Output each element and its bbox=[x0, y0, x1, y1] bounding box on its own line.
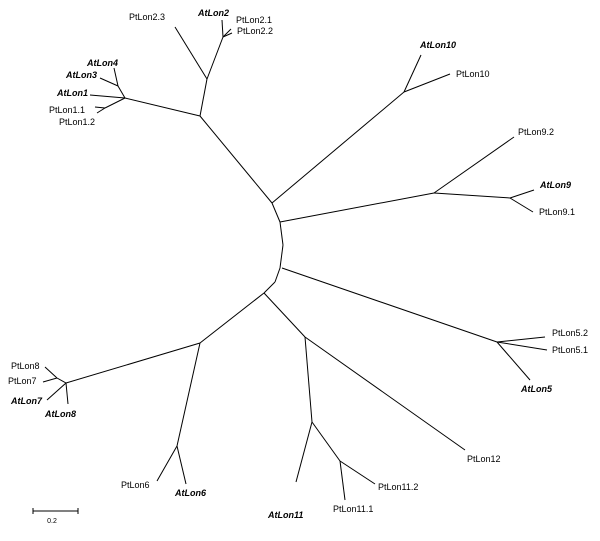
leaf-label-ptlon8: PtLon8 bbox=[11, 361, 40, 371]
branch-lon5-stem bbox=[281, 267, 498, 343]
leaf-label-atlon1: AtLon1 bbox=[56, 88, 88, 98]
leaf-label-atlon4: AtLon4 bbox=[86, 58, 118, 68]
branch-lon9-sub bbox=[433, 192, 511, 199]
branch-atlon10 bbox=[403, 54, 422, 93]
scale-bar-label: 0.2 bbox=[47, 518, 57, 525]
leaf-label-ptlon9-2: PtLon9.2 bbox=[518, 127, 554, 137]
leaf-label-atlon11: AtLon11 bbox=[267, 510, 303, 520]
branch-lon7-8-stem bbox=[65, 342, 201, 384]
branch-atlon4 bbox=[113, 67, 119, 87]
leaf-label-atlon9: AtLon9 bbox=[539, 180, 571, 190]
leaf-label-atlon7: AtLon7 bbox=[10, 396, 43, 406]
branch-ptlon12 bbox=[304, 336, 466, 451]
branch-lon11-sub bbox=[311, 421, 341, 462]
branch-lon1-group bbox=[124, 97, 201, 117]
branch-atlon7 bbox=[46, 382, 67, 401]
branch-root-2 bbox=[279, 244, 284, 269]
leaf-label-atlon8: AtLon8 bbox=[44, 409, 76, 419]
branch-root-0 bbox=[271, 202, 281, 223]
branch-root-1 bbox=[279, 221, 284, 246]
branch-lon1-sub bbox=[117, 85, 126, 99]
branch-ptlon11.2 bbox=[339, 460, 376, 485]
branch-atlon2 bbox=[221, 19, 224, 38]
leaf-label-ptlon11-2: PtLon11.2 bbox=[378, 482, 418, 492]
branch-ptlon7 bbox=[42, 377, 58, 383]
branch-atlon8 bbox=[65, 382, 69, 405]
leaf-label-ptlon12: PtLon12 bbox=[467, 454, 501, 464]
leaf-label-ptlon2-3: PtLon2.3 bbox=[129, 12, 165, 22]
branch-ptlon2.3 bbox=[174, 26, 208, 80]
branch-clade1 bbox=[199, 115, 273, 204]
leaf-label-ptlon11-1: PtLon11.1 bbox=[333, 504, 373, 514]
leaf-label-ptlon7: PtLon7 bbox=[8, 376, 37, 386]
leaf-label-ptlon6: PtLon6 bbox=[121, 480, 150, 490]
branch-lon10-stem bbox=[271, 91, 405, 204]
branch-ptlon9.1 bbox=[509, 197, 534, 213]
branch-ptlon6 bbox=[156, 445, 178, 482]
branch-lower-stem bbox=[263, 281, 276, 294]
leaf-label-ptlon1-2: PtLon1.2 bbox=[59, 117, 95, 127]
branch-atlon3 bbox=[99, 77, 119, 87]
branch-root-3 bbox=[274, 267, 281, 283]
branch-ptlon5.1 bbox=[496, 341, 548, 351]
branch-ptlon8 bbox=[44, 366, 58, 379]
branch-lon2-group bbox=[199, 78, 208, 117]
leaf-label-ptlon10: PtLon10 bbox=[456, 69, 490, 79]
leaf-label-ptlon9-1: PtLon9.1 bbox=[539, 207, 575, 217]
leaf-label-atlon2: AtLon2 bbox=[197, 8, 229, 18]
leaf-labels: AtLon10PtLon10PtLon9.2AtLon9PtLon9.1PtLo… bbox=[8, 8, 588, 520]
leaf-label-ptlon1-1: PtLon1.1 bbox=[49, 105, 85, 115]
scale-bar: 0.2 bbox=[32, 508, 79, 525]
leaf-label-ptlon2-2: PtLon2.2 bbox=[237, 26, 273, 36]
branch-ptlon10 bbox=[403, 73, 451, 93]
branch-lon6-stem bbox=[176, 342, 201, 447]
branch-ptlon11.1 bbox=[339, 460, 346, 501]
branch-atlon5 bbox=[496, 341, 531, 381]
branch-ptlon2.2 bbox=[222, 32, 233, 38]
branch-lon11-12-stem bbox=[263, 292, 306, 338]
branch-lon8-7-sub bbox=[56, 377, 67, 384]
branch-atlon6 bbox=[176, 445, 187, 485]
leaf-label-atlon3: AtLon3 bbox=[65, 70, 97, 80]
branch-lon11-stem bbox=[304, 336, 313, 423]
leaf-label-ptlon5-1: PtLon5.1 bbox=[552, 345, 588, 355]
branch-ptlon2.1 bbox=[222, 28, 232, 38]
branch-atlon9 bbox=[509, 189, 535, 199]
branch-left-stem bbox=[199, 292, 265, 344]
branch-ptlon1-stem bbox=[104, 97, 126, 109]
tree-branches bbox=[42, 19, 548, 501]
branch-ptlon9.2 bbox=[433, 136, 515, 194]
leaf-label-atlon5: AtLon5 bbox=[520, 384, 553, 394]
branch-lon9-stem bbox=[279, 192, 435, 223]
branch-ptlon1.1 bbox=[94, 106, 106, 109]
branch-atlon1 bbox=[89, 94, 126, 99]
branch-ptlon5.2 bbox=[496, 336, 546, 343]
branch-lon2-sub bbox=[206, 36, 224, 80]
leaf-label-atlon6: AtLon6 bbox=[174, 488, 207, 498]
leaf-label-atlon10: AtLon10 bbox=[419, 40, 456, 50]
branch-ptlon1.2 bbox=[96, 107, 106, 114]
leaf-label-ptlon2-1: PtLon2.1 bbox=[236, 15, 272, 25]
leaf-label-ptlon5-2: PtLon5.2 bbox=[552, 328, 588, 338]
branch-atlon11 bbox=[295, 421, 313, 483]
